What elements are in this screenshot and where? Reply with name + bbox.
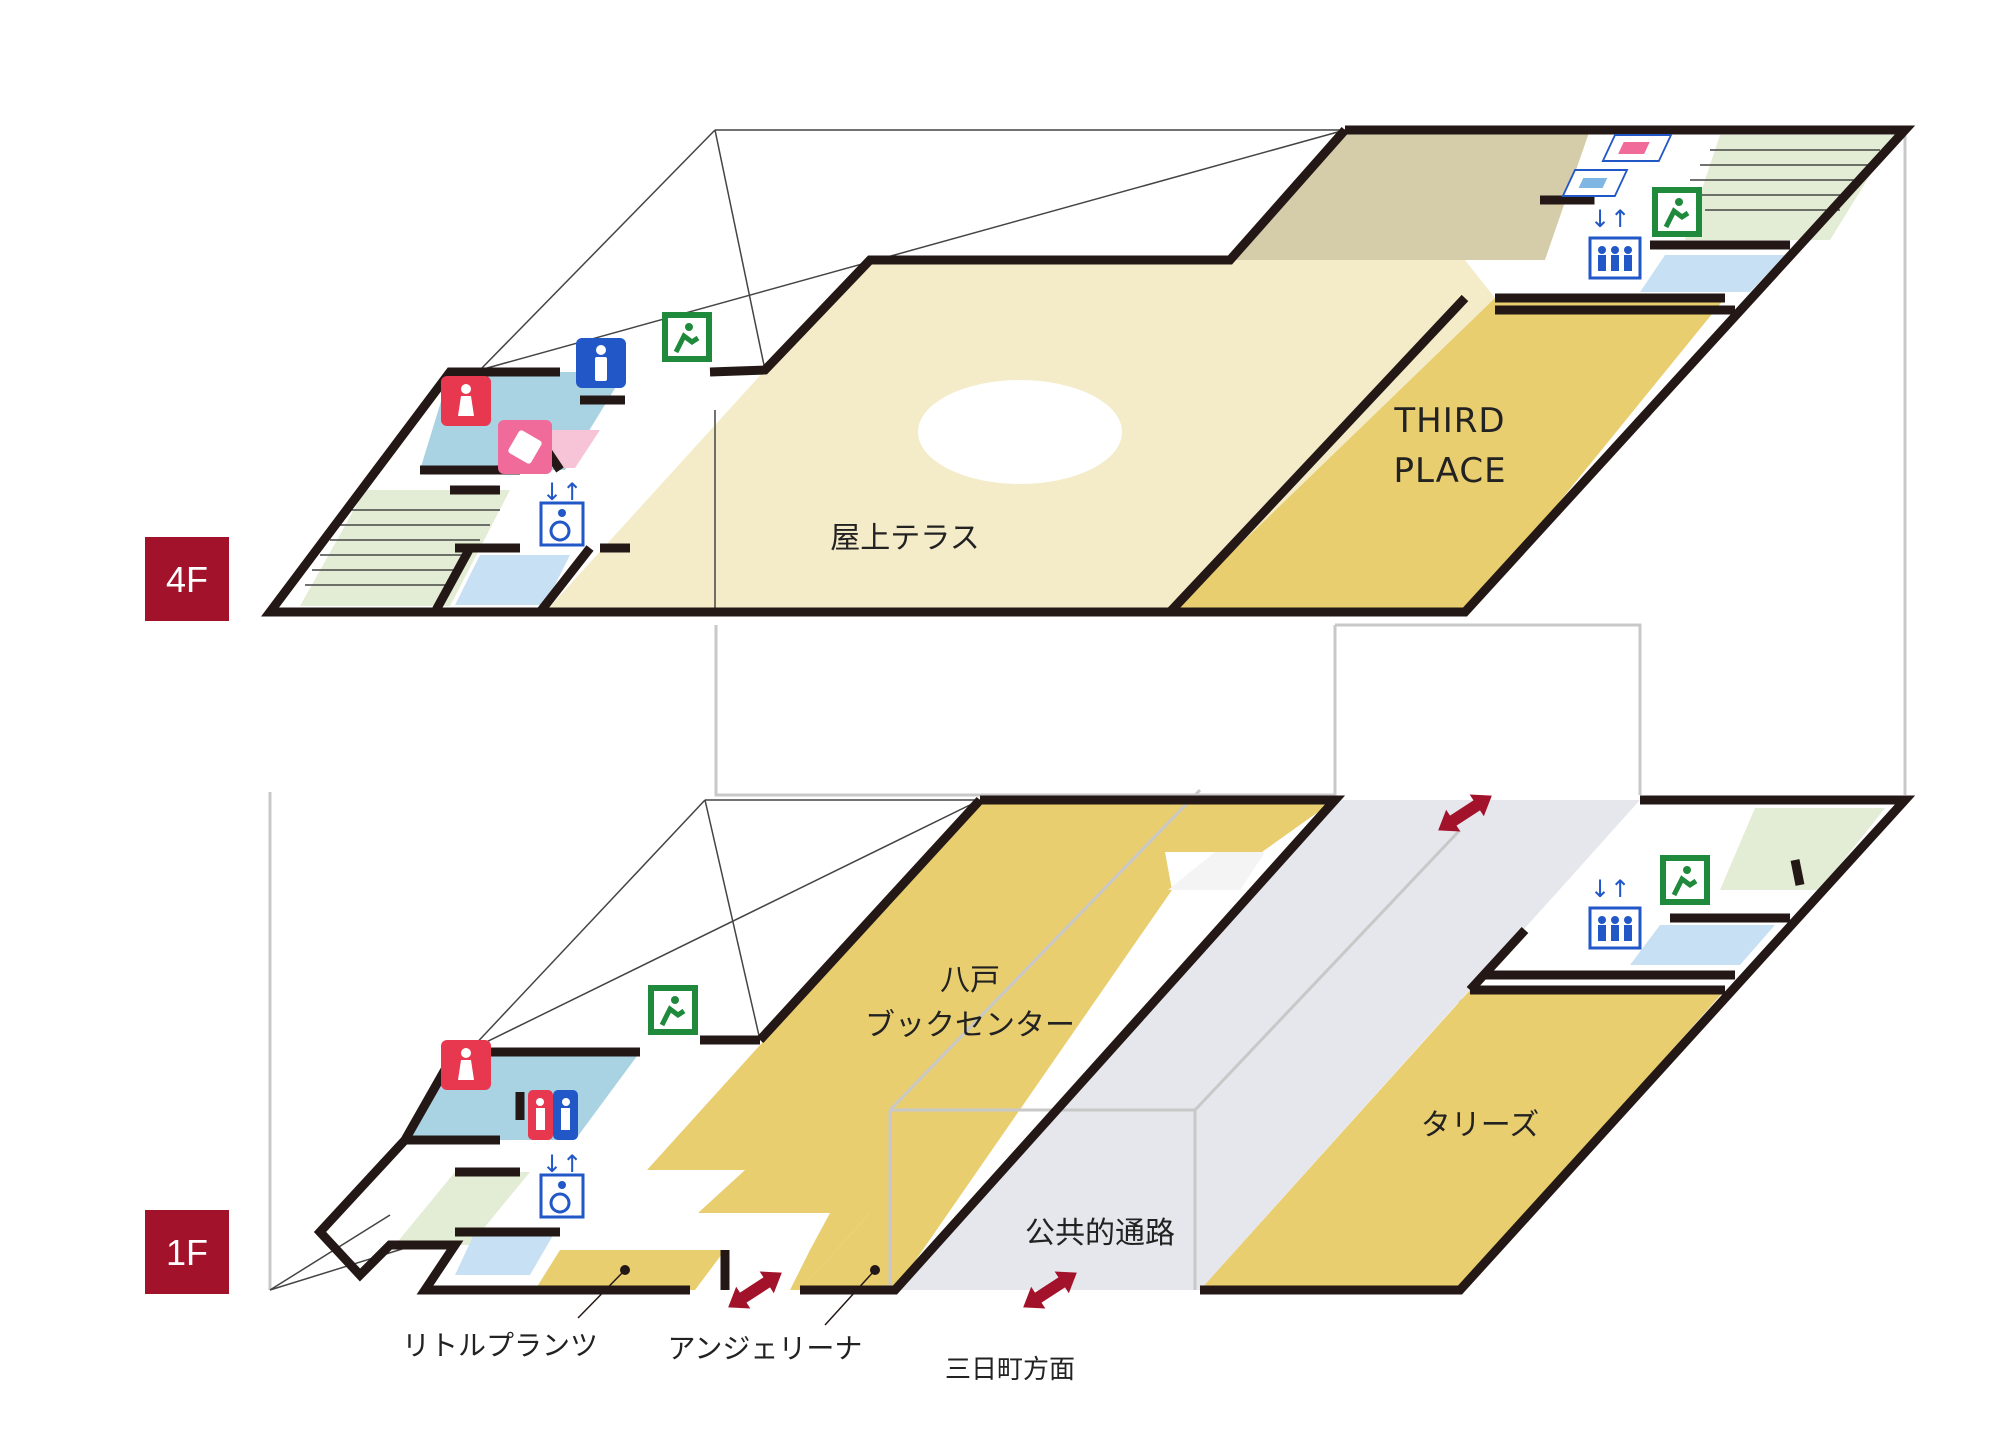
third-place-area[interactable] — [1170, 298, 1725, 612]
ne-multipurpose-icon — [1561, 169, 1629, 197]
angelina-callout: アンジェリーナ — [668, 1265, 880, 1365]
floor-badge-label: 4F — [166, 559, 208, 600]
svg-text:↓↑: ↓↑ — [542, 1150, 582, 1178]
angelina-label: アンジェリーナ — [668, 1332, 863, 1365]
floor-badge-label: 1F — [166, 1232, 208, 1273]
w-elevator — [455, 555, 570, 605]
terrace-skylight — [918, 380, 1122, 484]
floor-badge-1f: 1F — [145, 1210, 229, 1294]
elevator-icon: ↓↑ — [542, 478, 582, 506]
public-passage-area[interactable] — [890, 800, 1640, 1290]
svg-text:↓↑: ↓↑ — [542, 478, 582, 506]
little-plants-callout: リトルプランツ — [402, 1265, 630, 1362]
male-restroom-icon — [576, 338, 626, 388]
ne-restroom-icon — [1601, 134, 1673, 162]
bookcenter-label-2: ブックセンター — [865, 1008, 1075, 1043]
passage-arrow-south — [1023, 1271, 1077, 1309]
exit-sign-icon — [662, 312, 712, 362]
wheelchair-icon — [539, 1173, 585, 1219]
w1-elevator — [455, 1232, 555, 1275]
elevator-icon: ↓↑ — [542, 1150, 582, 1178]
multipurpose-restroom-icon — [528, 1090, 578, 1140]
e-stairs — [1720, 808, 1885, 890]
exit-sign-icon — [1660, 855, 1710, 905]
direction-label: 三日町方面 — [945, 1355, 1075, 1385]
floor-4f: 4F 屋上テラス THIRD PLACE ↓↑ — [145, 125, 1916, 621]
little-plants-label: リトルプランツ — [402, 1329, 598, 1362]
wheelchair-icon — [539, 501, 585, 547]
4f-perspective-lines — [479, 129, 1346, 612]
bookcenter-notch — [1168, 852, 1265, 890]
elevator-icon: ↓↑ — [1588, 875, 1642, 950]
tullys-area[interactable] — [1200, 990, 1725, 1290]
1f-walls — [313, 795, 1916, 1295]
bookcenter-area[interactable] — [647, 800, 1335, 1290]
nursing-room-icon — [498, 420, 552, 474]
passage-label: 公共的通路 — [1025, 1216, 1175, 1251]
floor-1f: 1F 八戸 ブックセンター タリーズ 公共的通路 リトルプランツ アンジェリーナ… — [145, 788, 1916, 1385]
passage-glass-volume — [888, 788, 1462, 1290]
1f-perspective-lines — [269, 799, 981, 1291]
passage-arrow-north — [1438, 794, 1492, 832]
third-place-label-1: THIRD — [1393, 401, 1505, 441]
e-elevator — [1630, 925, 1775, 965]
female-restroom-icon — [441, 1040, 491, 1090]
bookcenter-label-1: 八戸 — [940, 963, 1000, 998]
angelina-area[interactable] — [790, 1213, 870, 1290]
exit-sign-icon — [648, 985, 698, 1035]
floor-badge-4f: 4F — [145, 537, 229, 621]
ne-stairs — [1685, 135, 1895, 240]
svg-text:↓↑: ↓↑ — [1590, 205, 1630, 233]
third-place-label-2: PLACE — [1393, 451, 1506, 491]
entrance-arrow — [728, 1271, 782, 1309]
svg-text:↓↑: ↓↑ — [1590, 875, 1630, 903]
exit-sign-icon — [1652, 187, 1702, 237]
terrace-label: 屋上テラス — [830, 521, 979, 556]
rooftop-unused-area — [1235, 130, 1590, 260]
female-restroom-icon — [441, 376, 491, 426]
tullys-label: タリーズ — [1421, 1108, 1540, 1143]
elevator-icon: ↓↑ — [1588, 205, 1642, 280]
w1-stairs — [395, 1172, 530, 1245]
ne-elevator — [1640, 255, 1785, 292]
